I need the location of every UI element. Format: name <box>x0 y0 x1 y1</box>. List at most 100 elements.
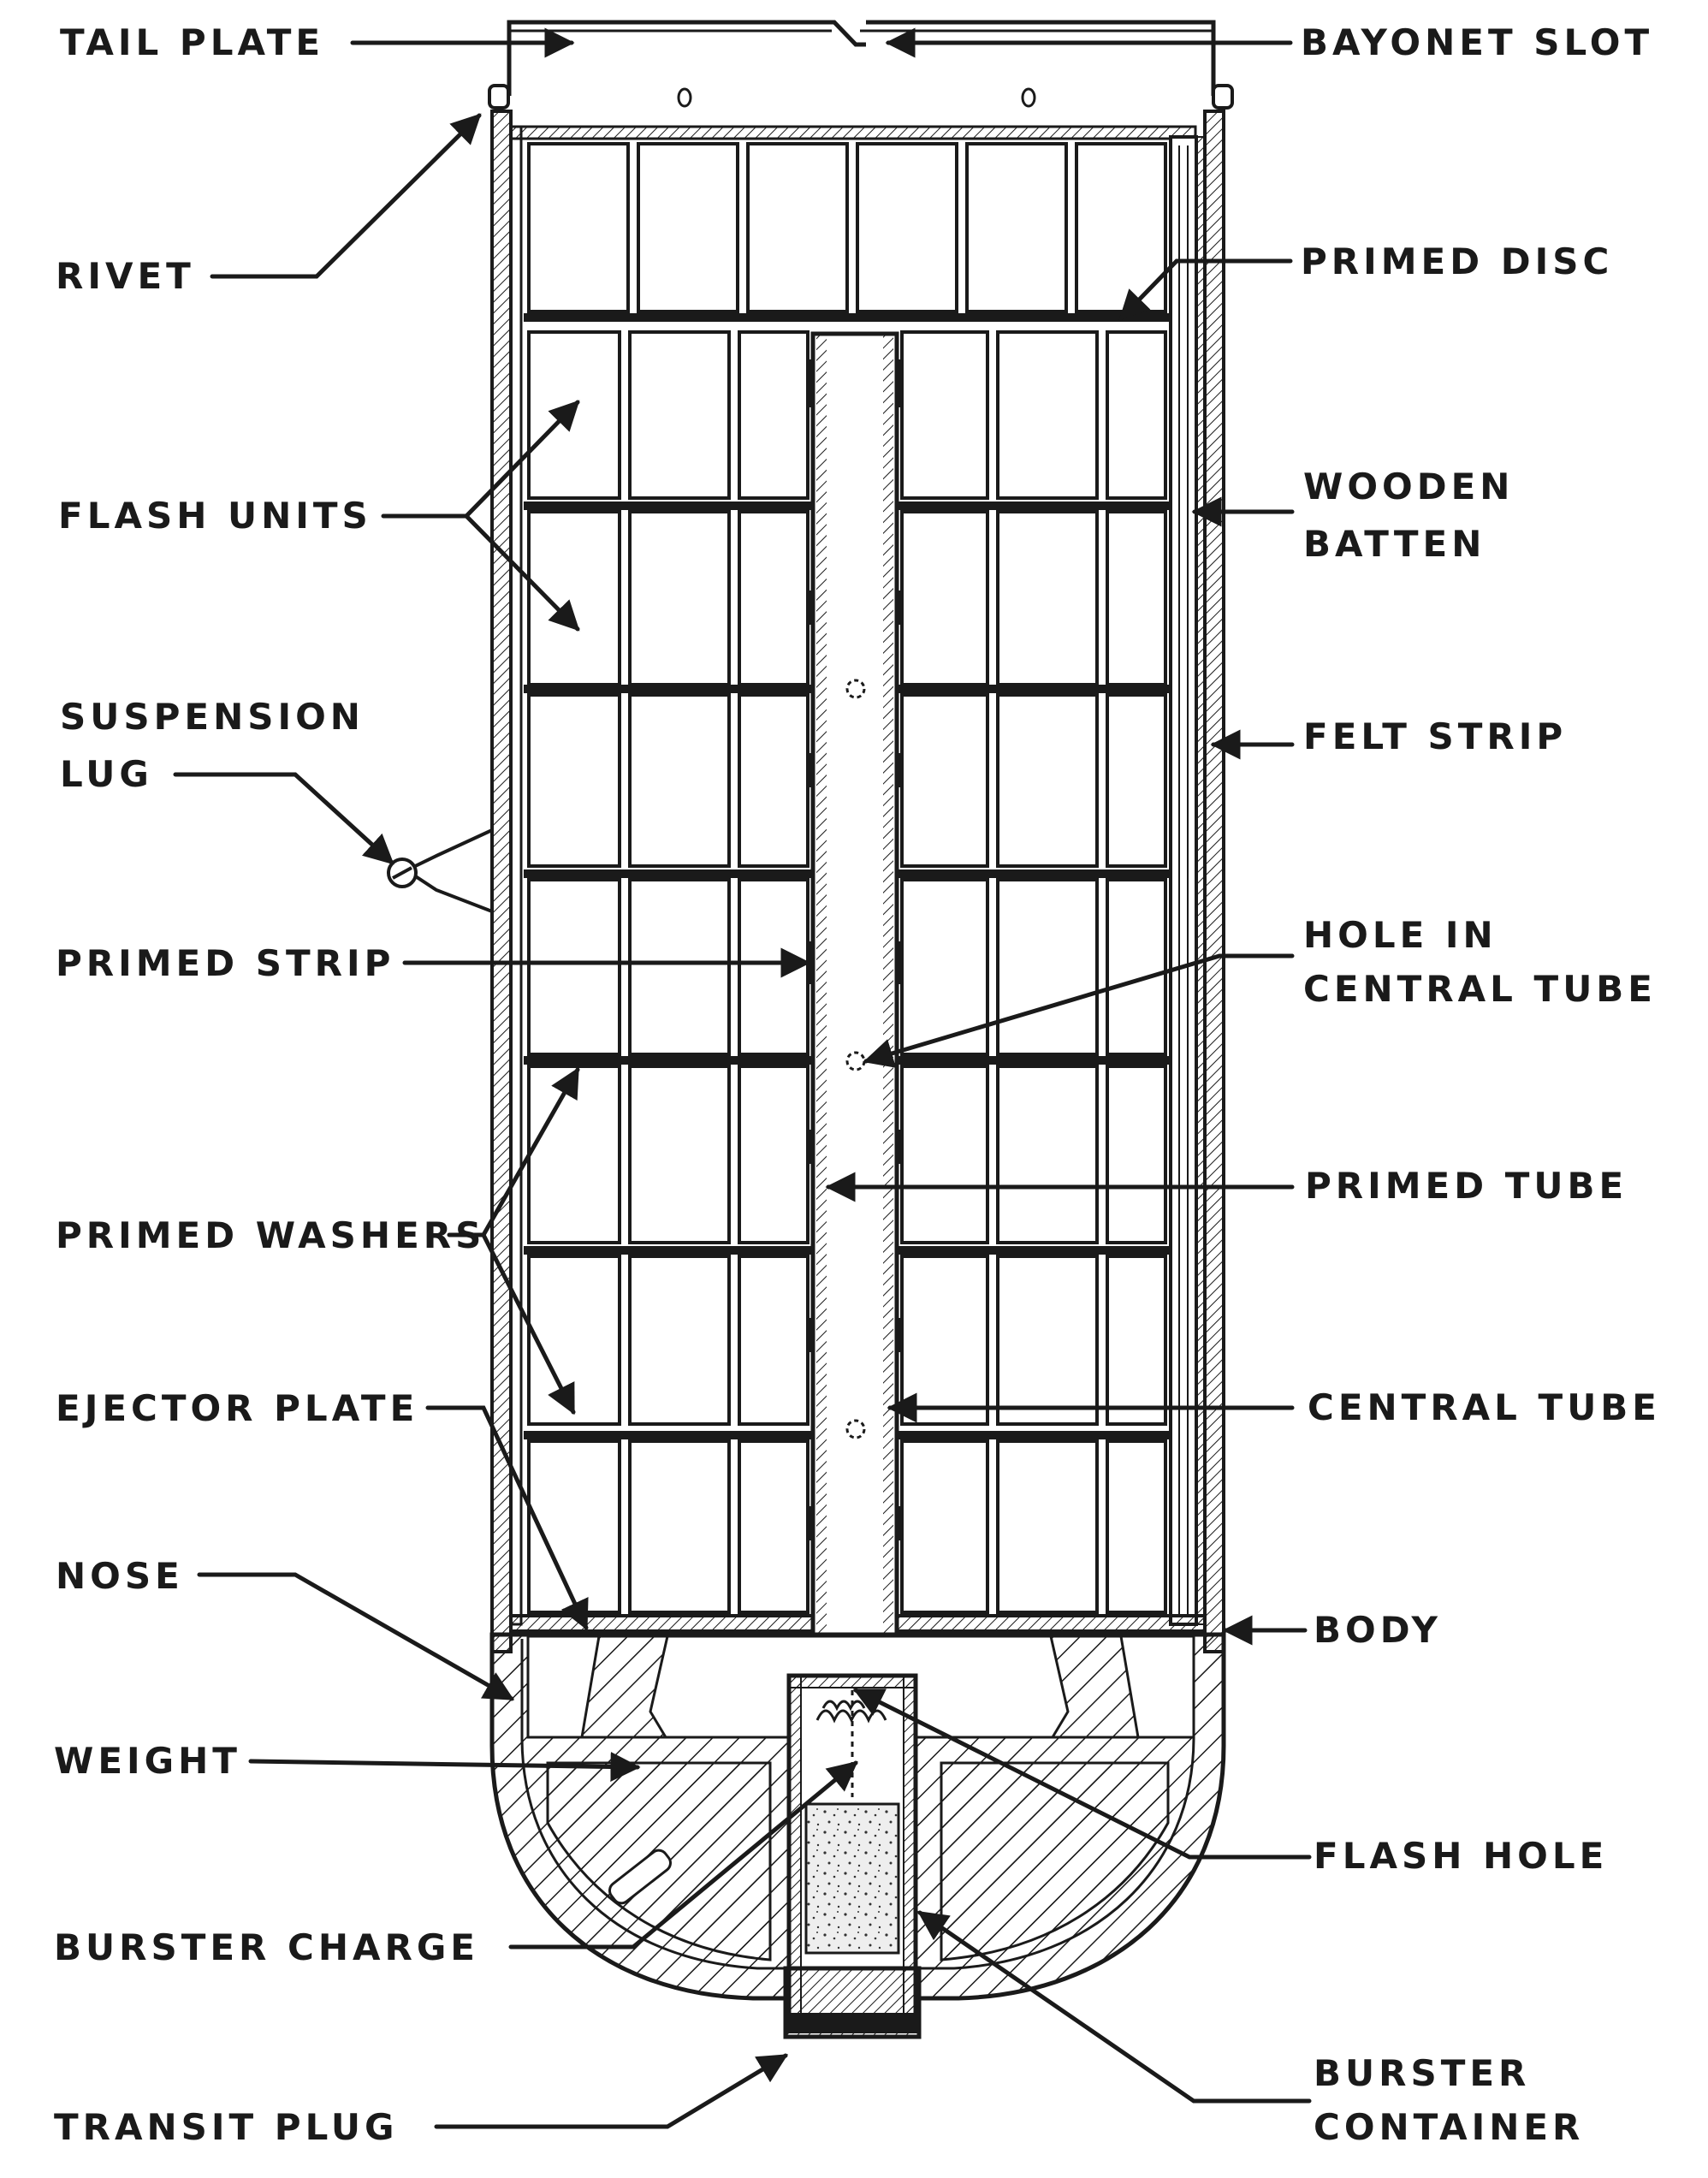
label-primed-strip: PRIMED STRIP <box>56 942 394 984</box>
unit-divider <box>524 1246 813 1255</box>
leader-primed-disc <box>1118 258 1293 321</box>
flash-units-grid <box>524 142 1171 1614</box>
flash-unit-cell <box>738 1255 810 1426</box>
primed-washer <box>897 1431 1171 1439</box>
label-transit-plug: TRANSIT PLUG <box>54 2106 398 2148</box>
label-wooden-batten-line1: WOODEN <box>1303 466 1514 507</box>
label-primed-washers: PRIMED WASHERS <box>56 1214 485 1256</box>
primed-washer <box>524 1056 813 1065</box>
label-flash-hole: FLASH HOLE <box>1314 1835 1608 1877</box>
flash-unit-cell <box>628 878 731 1056</box>
flash-unit-cell <box>527 1065 621 1244</box>
flash-unit-cell <box>996 330 1099 500</box>
flash-unit-cell <box>900 1439 989 1614</box>
leader-suspension-lug <box>173 772 394 865</box>
flash-unit-cell <box>900 330 989 500</box>
flash-unit-cell <box>1106 1255 1167 1426</box>
label-hole-in-central-tube-line1: HOLE IN <box>1303 914 1497 956</box>
flash-unit-cell <box>527 878 621 1056</box>
label-bayonet-slot: BAYONET SLOT <box>1301 21 1653 63</box>
weight <box>546 1761 1170 1961</box>
primed-washer <box>897 1056 1171 1065</box>
flash-unit-cell <box>1106 510 1167 686</box>
label-flash-units: FLASH UNITS <box>58 495 372 537</box>
flash-unit-cell <box>738 330 810 500</box>
primed-washer <box>524 1431 813 1439</box>
label-nose: NOSE <box>56 1555 184 1597</box>
flash-unit-cell <box>527 1255 621 1426</box>
flash-unit-cell <box>738 1065 810 1244</box>
leader-primed-washers-lower <box>481 1232 576 1415</box>
flash-unit-cell <box>996 1065 1099 1244</box>
leader-nose <box>197 1572 515 1701</box>
flash-unit-cell <box>1106 878 1167 1056</box>
wooden-batten <box>1169 135 1198 1626</box>
leader-flash-units-lower <box>464 513 580 632</box>
flash-unit-cell <box>1106 1065 1167 1244</box>
flash-unit-cell <box>527 1439 621 1614</box>
flash-unit-cell <box>1106 693 1167 868</box>
leader-rivet <box>210 113 482 279</box>
flash-unit-cell <box>527 693 621 868</box>
label-central-tube: CENTRAL TUBE <box>1308 1386 1661 1428</box>
label-weight: WEIGHT <box>54 1740 241 1782</box>
label-suspension-lug-line2: LUG <box>60 753 153 795</box>
flash-unit-cell <box>996 1255 1099 1426</box>
unit-divider <box>897 869 1171 878</box>
rivet <box>488 84 1234 110</box>
transit-plug <box>783 1966 922 2039</box>
flash-unit-cell <box>1075 142 1167 313</box>
label-body: BODY <box>1314 1609 1442 1651</box>
primed-washer <box>524 685 813 693</box>
unit-divider <box>897 1246 1171 1255</box>
label-burster-container-line2: CONTAINER <box>1314 2106 1584 2148</box>
leader-lines <box>173 27 1312 2129</box>
tail-plate <box>507 20 1216 108</box>
flash-unit-cell <box>628 1439 731 1614</box>
primed-disc <box>524 313 1171 322</box>
primed-washer <box>897 685 1171 693</box>
flash-unit-cell <box>996 510 1099 686</box>
burster-charge <box>804 1802 900 1955</box>
unit-divider <box>524 869 813 878</box>
flash-unit-cell <box>900 510 989 686</box>
label-burster-charge: BURSTER CHARGE <box>54 1926 479 1968</box>
flash-unit-cell <box>996 1439 1099 1614</box>
flash-unit-cell <box>628 693 731 868</box>
unit-divider <box>524 501 813 510</box>
flash-unit-cell <box>996 878 1099 1056</box>
label-hole-in-central-tube-line2: CENTRAL TUBE <box>1303 968 1657 1010</box>
unit-divider <box>897 501 1171 510</box>
flash-unit-cell <box>738 693 810 868</box>
primed-strip <box>808 359 902 1540</box>
flash-unit-cell <box>856 142 958 313</box>
flash-unit-cell <box>527 142 630 313</box>
label-tail-plate: TAIL PLATE <box>60 21 324 63</box>
label-wooden-batten-line2: BATTEN <box>1303 523 1486 565</box>
body-shell <box>490 110 1225 1653</box>
felt-strip <box>1195 136 1206 1625</box>
flash-unit-cell <box>900 878 989 1056</box>
leader-hole-in-central-tube <box>863 953 1295 1068</box>
flash-unit-cell <box>965 142 1068 313</box>
flash-unit-cell <box>996 693 1099 868</box>
flash-unit-cell <box>1106 1439 1167 1614</box>
flash-unit-cell <box>1106 330 1167 500</box>
flash-unit-cell <box>900 1065 989 1244</box>
flash-unit-cell <box>738 878 810 1056</box>
leader-burster-container <box>917 1910 1312 2104</box>
flash-unit-cell <box>900 693 989 868</box>
leader-transit-plug <box>434 2053 788 2129</box>
suspension-lug <box>387 828 493 913</box>
label-ejector-plate: EJECTOR PLATE <box>56 1387 418 1429</box>
label-burster-container-line1: BURSTER <box>1314 2052 1530 2094</box>
label-suspension-lug-line1: SUSPENSION <box>60 696 365 738</box>
flash-unit-cell <box>900 1255 989 1426</box>
flash-unit-cell <box>628 1255 731 1426</box>
leader-ejector-plate <box>425 1405 589 1631</box>
label-felt-strip: FELT STRIP <box>1303 715 1567 757</box>
flash-unit-cell <box>527 330 621 500</box>
label-rivet: RIVET <box>56 255 195 297</box>
